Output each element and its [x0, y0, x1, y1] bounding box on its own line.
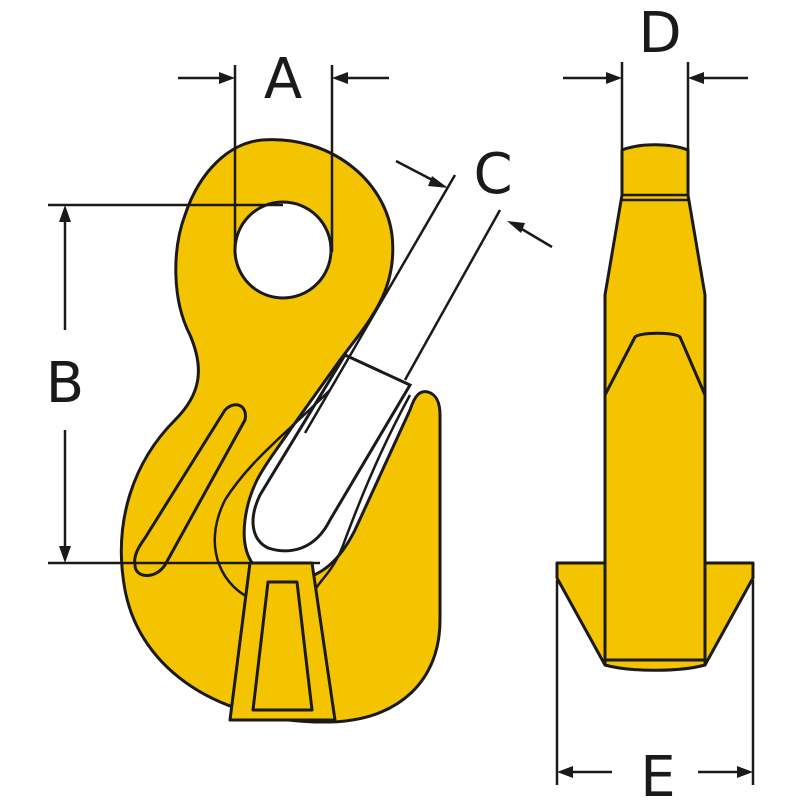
eye-hole	[233, 200, 333, 300]
front-view	[119, 138, 442, 724]
hook-body	[119, 138, 442, 724]
hook-tip-curve	[313, 394, 412, 591]
dimension-label-e: E	[640, 745, 675, 800]
hook-slot	[133, 403, 247, 577]
dimension-label-c: C	[473, 142, 512, 207]
dimension-label-a: A	[264, 47, 302, 112]
side-inner-panel	[603, 331, 707, 662]
hook-channel-inner	[251, 580, 314, 712]
dimension-label-d: D	[638, 1, 681, 66]
side-view	[555, 143, 755, 672]
hook-inner-curve	[213, 389, 331, 602]
hook-throat	[251, 353, 413, 553]
dimension-lines	[48, 62, 755, 785]
dimension-label-b: B	[46, 351, 84, 416]
